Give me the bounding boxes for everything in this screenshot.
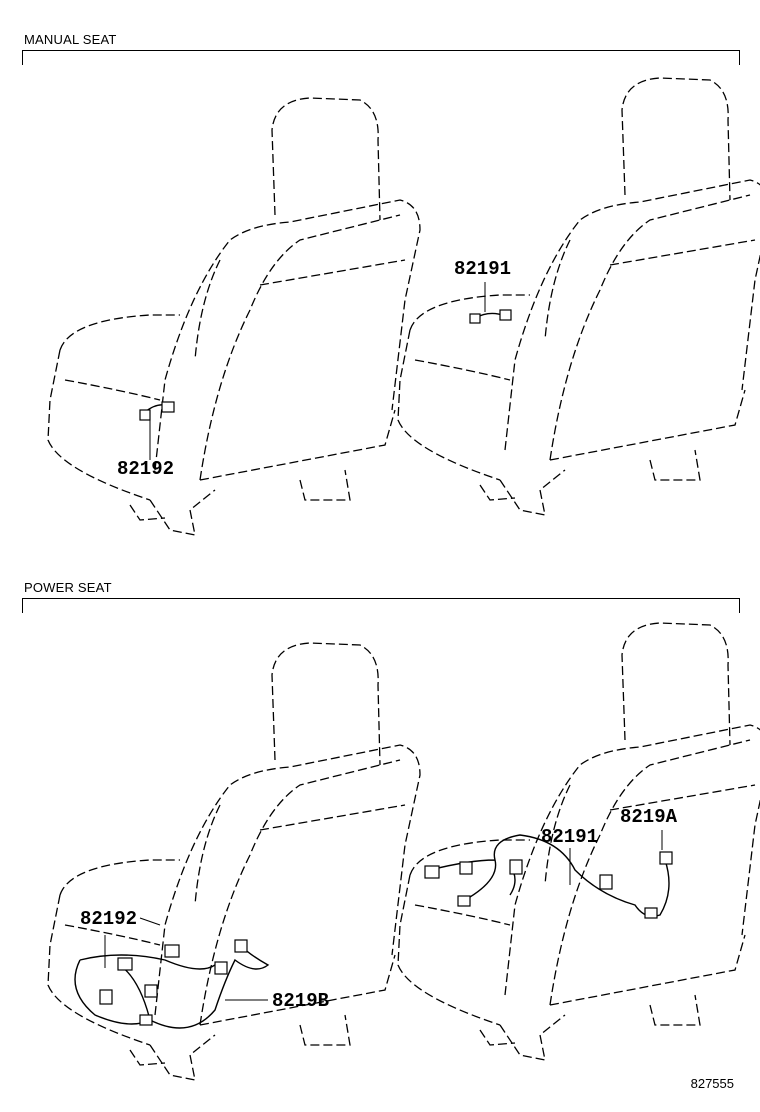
harness-82191-8219A-power [424,830,673,919]
illustration-number: 827555 [690,1076,734,1091]
section-title-manual-seat: MANUAL SEAT [24,32,117,47]
part-label-8219B-power: 8219B [272,990,330,1012]
part-label-82192-power: 82192 [80,908,138,930]
seat-right-manual [397,77,760,516]
part-label-82191-power: 82191 [541,826,599,848]
seat-left-power [47,642,421,1081]
seat-left-manual [47,97,421,536]
harness-82192-manual [139,401,175,460]
part-label-82192-manual: 82192 [117,458,175,480]
harness-82191-manual [469,282,512,324]
section-frame-power-seat [22,598,740,613]
part-label-82191-manual: 82191 [454,258,512,280]
section-frame-manual-seat [22,50,740,65]
section-title-power-seat: POWER SEAT [24,580,112,595]
part-label-8219A-power: 8219A [620,806,678,828]
harness-82192-8219B-power [74,917,270,1029]
